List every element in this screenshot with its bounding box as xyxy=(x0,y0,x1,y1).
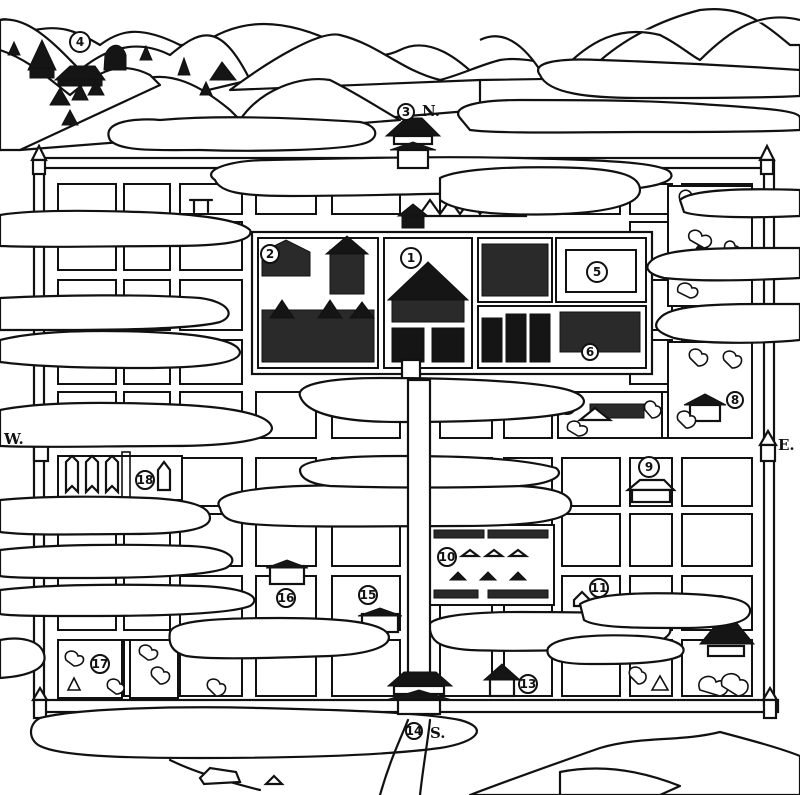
landmark-17-number: 17 xyxy=(92,657,109,671)
landmark-8[interactable]: 8 xyxy=(726,391,744,409)
landmark-9-number: 9 xyxy=(645,460,653,474)
landmark-3[interactable]: 3 xyxy=(397,103,415,121)
landmark-4-number: 4 xyxy=(76,35,84,49)
landmark-15-number: 15 xyxy=(360,588,377,602)
landmark-13[interactable]: 13 xyxy=(518,674,538,694)
compass-south-label: S. xyxy=(430,724,446,742)
landmark-2[interactable]: 2 xyxy=(260,244,280,264)
landmark-2-number: 2 xyxy=(266,247,274,261)
residence-9 xyxy=(624,478,677,504)
landmark-18[interactable]: 18 xyxy=(135,470,155,490)
south-gate-14 xyxy=(378,378,454,795)
compass-east-label: E. xyxy=(778,436,795,454)
southern-hills xyxy=(168,730,800,795)
hall-16 xyxy=(265,559,309,586)
city-block xyxy=(681,457,753,507)
city-block xyxy=(681,513,753,567)
northwest-shrine xyxy=(188,198,214,214)
city-block xyxy=(561,513,621,567)
landmark-18-number: 18 xyxy=(137,473,154,487)
landmark-16[interactable]: 16 xyxy=(276,588,296,608)
landmark-5[interactable]: 5 xyxy=(586,261,608,283)
western-compound-18 xyxy=(57,451,183,513)
landmark-1-number: 1 xyxy=(407,251,415,265)
landmark-15[interactable]: 15 xyxy=(358,585,378,605)
landmark-13-number: 13 xyxy=(520,677,537,691)
landmark-1[interactable]: 1 xyxy=(400,247,422,269)
grove-17 xyxy=(57,639,227,699)
landmark-11[interactable]: 11 xyxy=(589,578,609,598)
hill-temple-4 xyxy=(7,38,238,126)
compass-north-label: N. xyxy=(422,102,440,120)
city-block xyxy=(57,183,117,215)
landmark-16-number: 16 xyxy=(278,591,295,605)
landmark-10-number: 10 xyxy=(439,550,456,564)
temple-13 xyxy=(482,663,522,698)
landmark-11-number: 11 xyxy=(591,581,608,595)
landmark-6[interactable]: 6 xyxy=(581,343,599,361)
landmark-4[interactable]: 4 xyxy=(69,31,91,53)
palace-enclosure xyxy=(250,230,654,384)
landmark-17[interactable]: 17 xyxy=(90,654,110,674)
landmark-9[interactable]: 9 xyxy=(638,456,660,478)
landmark-14-number: 14 xyxy=(406,724,423,738)
city-block xyxy=(123,183,171,215)
landmark-3-number: 3 xyxy=(402,105,410,119)
city-block xyxy=(561,457,621,507)
landmark-8-number: 8 xyxy=(731,393,739,407)
landmark-5-number: 5 xyxy=(593,265,601,279)
compass-west-label: W. xyxy=(3,430,24,448)
city-block xyxy=(629,513,673,567)
landmark-10[interactable]: 10 xyxy=(437,547,457,567)
landmark-6-number: 6 xyxy=(586,345,594,359)
north-gate-3 xyxy=(384,117,442,170)
landmark-14[interactable]: 14 xyxy=(405,722,423,740)
